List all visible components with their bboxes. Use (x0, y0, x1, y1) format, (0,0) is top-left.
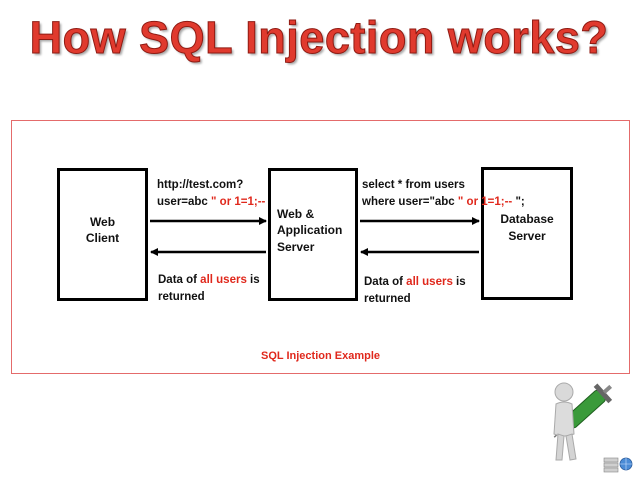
sql-query-label-2: where user="abc " or 1=1;-- "; (362, 193, 525, 211)
sql-query-tail: "; (512, 196, 525, 208)
request-param-plain: user=abc (157, 196, 208, 208)
response-left-text-a: Data of (158, 274, 201, 286)
web-app-server-box: Web & Application Server (268, 168, 358, 301)
injection-figure-icon (553, 382, 633, 473)
response-right-text-a: Data of (364, 276, 407, 288)
database-globe-icon (603, 457, 633, 473)
request-url-label: http://test.com? (157, 179, 244, 191)
web-app-server-label-2: Application (277, 223, 343, 237)
response-right-line-2: returned (364, 293, 411, 305)
response-right-all-users: all users (406, 276, 453, 288)
response-left-text-b: is (246, 274, 260, 286)
page-title: How SQL Injection works? (29, 12, 609, 64)
sql-query-plain: where user="abc (362, 196, 455, 208)
sql-query-label-1: select * from users (362, 179, 465, 191)
response-left-all-users: all users (200, 274, 247, 286)
web-client-box: Web Client (57, 168, 148, 301)
database-server-label-1: Database (500, 212, 554, 226)
web-client-label-1: Web (89, 215, 116, 229)
response-left-line-2: returned (158, 291, 205, 303)
sql-query-injection: " or 1=1;-- (454, 196, 513, 208)
web-app-server-label-3: Server (277, 240, 315, 254)
web-app-server-label-1: Web & (277, 207, 315, 221)
web-client-label-2: Client (85, 231, 120, 245)
diagram-frame (11, 120, 630, 374)
request-param-label: user=abc " or 1=1;-- (157, 193, 265, 211)
response-left-line-1: Data of all users is (158, 271, 260, 289)
request-param-injection: " or 1=1;-- (207, 196, 266, 208)
diagram-caption: SQL Injection Example (261, 350, 380, 362)
database-server-box: Database Server (481, 167, 573, 300)
response-right-text-b: is (452, 276, 466, 288)
database-server-label-2: Server (508, 229, 546, 243)
response-right-line-1: Data of all users is (364, 273, 466, 291)
